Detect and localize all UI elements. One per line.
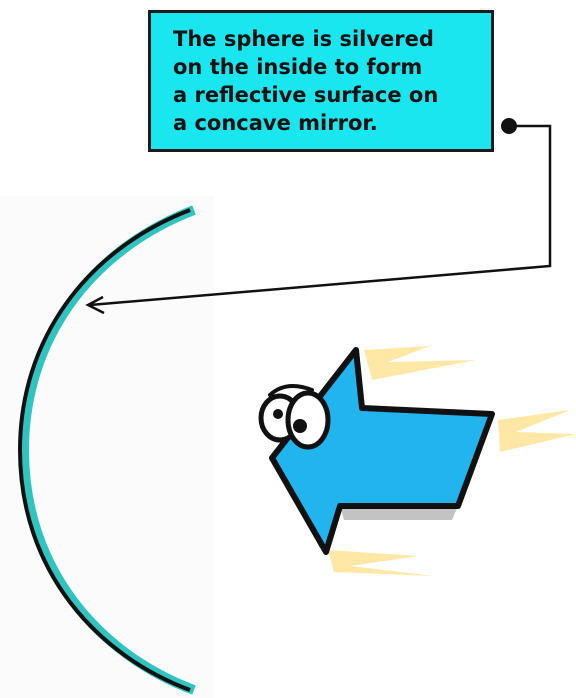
motion-line-right xyxy=(498,410,576,452)
mirror-outer-edge xyxy=(20,210,190,690)
arrow-character-body xyxy=(272,350,492,552)
eyes xyxy=(261,386,328,447)
mirror-inner-surface xyxy=(24,210,194,690)
motion-line-top xyxy=(364,346,476,380)
left-pupil xyxy=(273,409,283,419)
concave-mirror xyxy=(20,210,194,690)
right-pupil xyxy=(293,419,307,433)
motion-line-bottom xyxy=(328,550,434,576)
cartoon-arrow-icon xyxy=(261,350,492,552)
pointer-arrow xyxy=(88,118,550,313)
pointer-line xyxy=(90,126,550,305)
right-eye xyxy=(288,393,328,447)
arrow-character-shadow xyxy=(340,506,458,520)
